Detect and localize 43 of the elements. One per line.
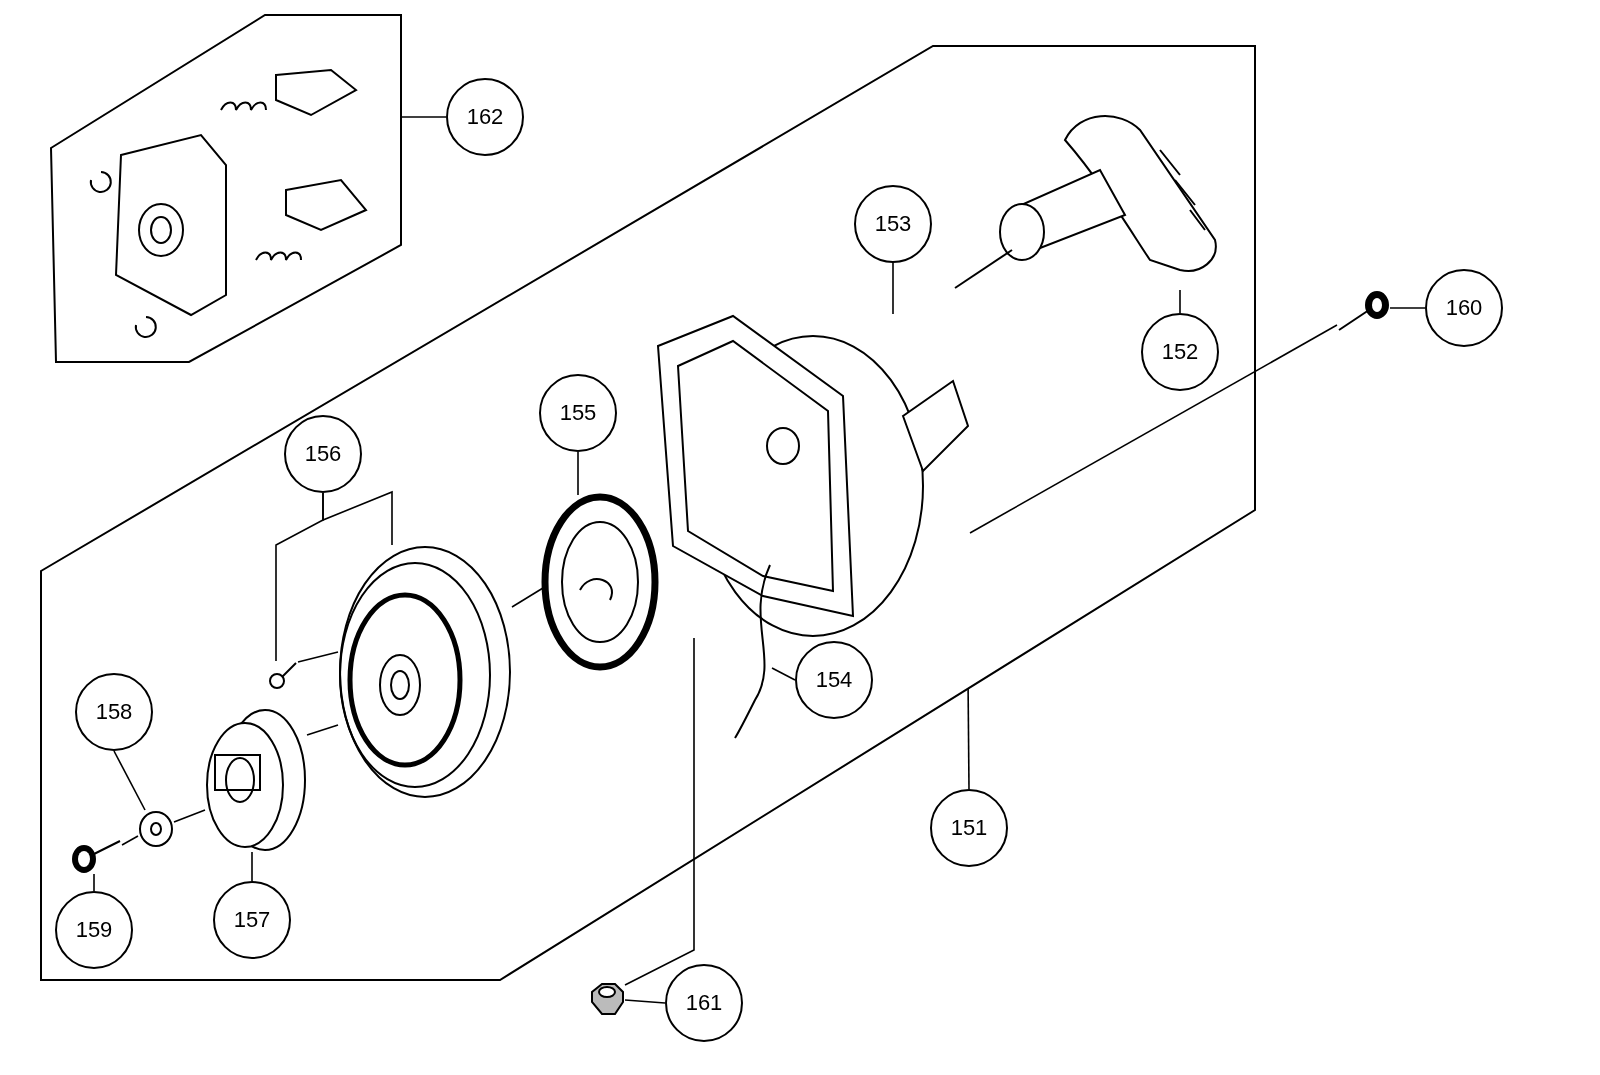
callout-number: 156 bbox=[284, 415, 362, 493]
starter-rope-drawing bbox=[733, 563, 772, 740]
assembly-line bbox=[173, 809, 206, 823]
assembly-line bbox=[297, 651, 339, 663]
recoil-spring-drawing bbox=[543, 495, 657, 669]
callout-number: 160 bbox=[1425, 269, 1503, 347]
assembly-line bbox=[624, 637, 695, 986]
leader-line bbox=[400, 116, 447, 118]
screw-drawing bbox=[1337, 290, 1390, 332]
ratchet-pulley-drawing bbox=[205, 708, 307, 852]
leader-line bbox=[275, 492, 324, 662]
leader-line bbox=[251, 851, 253, 882]
callout-number: 151 bbox=[930, 789, 1008, 867]
leader-line bbox=[771, 667, 796, 681]
leader-line bbox=[577, 451, 579, 496]
leader-line bbox=[1179, 289, 1181, 314]
callout-number: 152 bbox=[1141, 313, 1219, 391]
assembly-line bbox=[511, 587, 544, 608]
leader-line bbox=[322, 490, 393, 546]
assembly-line bbox=[306, 724, 339, 736]
leader-line bbox=[1389, 307, 1426, 309]
screw-drawing bbox=[71, 839, 122, 874]
callout-number: 159 bbox=[55, 891, 133, 969]
rope-reel-drawing bbox=[338, 545, 512, 799]
callout-number: 158 bbox=[75, 673, 153, 751]
screw-drawing bbox=[268, 661, 298, 690]
callout-number: 161 bbox=[665, 964, 743, 1042]
washer-drawing bbox=[138, 810, 174, 848]
handle-drawing bbox=[953, 114, 1218, 290]
leader-line bbox=[113, 750, 146, 811]
assembly-line bbox=[969, 324, 1338, 534]
callout-number: 155 bbox=[539, 374, 617, 452]
nut-drawing bbox=[590, 982, 625, 1016]
leader-line bbox=[967, 687, 970, 790]
leader-line bbox=[624, 999, 666, 1004]
starter-housing-drawing bbox=[656, 314, 970, 638]
callout-number: 153 bbox=[854, 185, 932, 263]
callout-number: 162 bbox=[446, 78, 524, 156]
callout-number: 154 bbox=[795, 641, 873, 719]
leader-line bbox=[892, 262, 894, 315]
leader-line bbox=[93, 873, 95, 892]
assembly-line bbox=[121, 835, 139, 846]
callout-number: 157 bbox=[213, 881, 291, 959]
